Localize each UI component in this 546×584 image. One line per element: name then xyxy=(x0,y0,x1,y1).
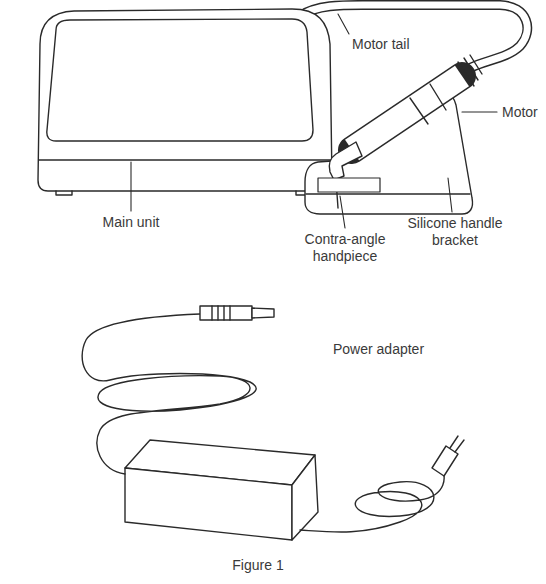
part-label: Contra-angle handpiece xyxy=(295,231,395,265)
main-unit-body xyxy=(38,9,332,191)
figure-caption: Figure 1 xyxy=(198,557,318,574)
bracket-lip xyxy=(318,178,380,192)
motor-tail-ring xyxy=(464,58,478,80)
leader-line xyxy=(448,178,452,212)
dc-plug-tip xyxy=(252,308,274,318)
main-unit-foot xyxy=(56,191,72,195)
main-unit-edge xyxy=(39,159,332,160)
adapter-end xyxy=(292,455,318,540)
motor-tail-ring xyxy=(470,55,482,74)
adapter-front xyxy=(125,468,292,540)
leader-line xyxy=(462,111,497,112)
leader-line xyxy=(130,162,131,211)
bracket-edge xyxy=(306,193,470,194)
dc-plug-ridges xyxy=(212,306,230,320)
motor-cable-outline xyxy=(300,5,527,68)
motor-body-outline xyxy=(352,76,462,150)
part-label: Silicone handle bracket xyxy=(395,215,515,249)
leader-line xyxy=(338,14,349,34)
leader-line xyxy=(340,196,345,228)
motor-band xyxy=(410,98,428,124)
ac-plug-prong xyxy=(450,436,464,452)
dc-cord xyxy=(82,314,256,474)
motor-cable-fill xyxy=(300,5,527,68)
motor-band xyxy=(430,84,446,110)
part-label: Power adapter xyxy=(333,341,424,358)
dc-plug xyxy=(200,306,252,320)
main-unit-panel xyxy=(47,19,313,141)
ac-plug xyxy=(432,446,458,476)
motor-body-fill xyxy=(352,76,462,150)
handpiece-head xyxy=(329,142,362,180)
motor-tail-ring xyxy=(458,62,474,86)
ac-cord xyxy=(300,466,444,532)
part-label: Main unit xyxy=(76,214,186,231)
part-label: Motor tail xyxy=(352,36,410,53)
part-label: Motor xyxy=(502,104,538,121)
